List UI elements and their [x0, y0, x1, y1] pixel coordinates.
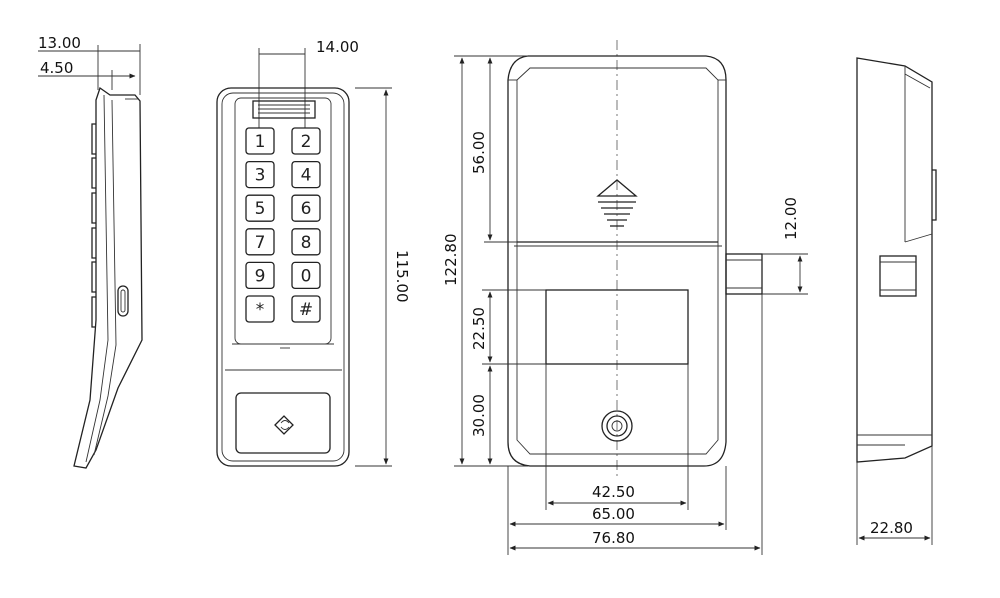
dim-keypad-height: 115.00 [393, 250, 411, 303]
dim-bolt: 12.00 [782, 197, 800, 240]
key-label: 1 [255, 132, 266, 152]
lock-bolt [725, 253, 763, 295]
key-label: # [299, 300, 313, 320]
dim-body-width: 65.00 [592, 505, 635, 523]
key-cylinder-icon [601, 410, 633, 442]
lock-front-view: 122.80 56.00 22.50 30.00 12.00 42.50 65.… [442, 40, 808, 555]
dim-battery-cover: 56.00 [470, 131, 488, 174]
key-0[interactable] [291, 261, 321, 290]
card-reader-area [235, 392, 331, 454]
dim-window: 22.50 [470, 307, 488, 350]
key-label: 9 [255, 266, 266, 286]
key-1[interactable] [245, 127, 275, 155]
dim-cylinder: 30.00 [470, 394, 488, 437]
key-star[interactable] [245, 295, 275, 323]
key-2[interactable] [291, 127, 321, 155]
key-3[interactable] [245, 160, 275, 189]
up-arrow-icon [596, 179, 638, 227]
key-label: 4 [301, 166, 312, 186]
key-label: * [256, 300, 265, 320]
key-label: 3 [255, 166, 266, 186]
key-grid: 1 2 3 4 5 6 7 8 9 0 * # [245, 127, 321, 323]
dim-side-step: 4.50 [40, 59, 73, 77]
key-6[interactable] [291, 194, 321, 222]
keypad-side-view: 13.00 4.50 [38, 34, 143, 469]
dim-key-pitch: 14.00 [316, 38, 359, 56]
key-label: 6 [301, 199, 312, 219]
key-8[interactable] [291, 228, 321, 256]
key-hash[interactable] [291, 295, 321, 323]
key-4[interactable] [291, 160, 321, 189]
key-label: 0 [301, 266, 312, 286]
side-bolt [879, 255, 917, 297]
key-label: 7 [255, 233, 266, 253]
dim-lock-height: 122.80 [442, 234, 460, 287]
key-label: 8 [301, 233, 312, 253]
dim-lock-depth: 22.80 [870, 519, 913, 537]
key-7[interactable] [245, 228, 275, 256]
dim-overall-width: 76.80 [592, 529, 635, 547]
dim-side-depth: 13.00 [38, 34, 81, 52]
key-9[interactable] [245, 261, 275, 290]
display-window [545, 289, 689, 365]
dim-window-width: 42.50 [592, 483, 635, 501]
key-label: 2 [301, 132, 312, 152]
lock-side-view: 22.80 [856, 57, 937, 545]
key-5[interactable] [245, 194, 275, 222]
rfid-card-icon [274, 415, 294, 435]
keypad-front-view: 14.00 1 2 3 4 5 6 7 8 9 0 * # 115.00 [216, 38, 411, 467]
key-label: 5 [255, 199, 266, 219]
